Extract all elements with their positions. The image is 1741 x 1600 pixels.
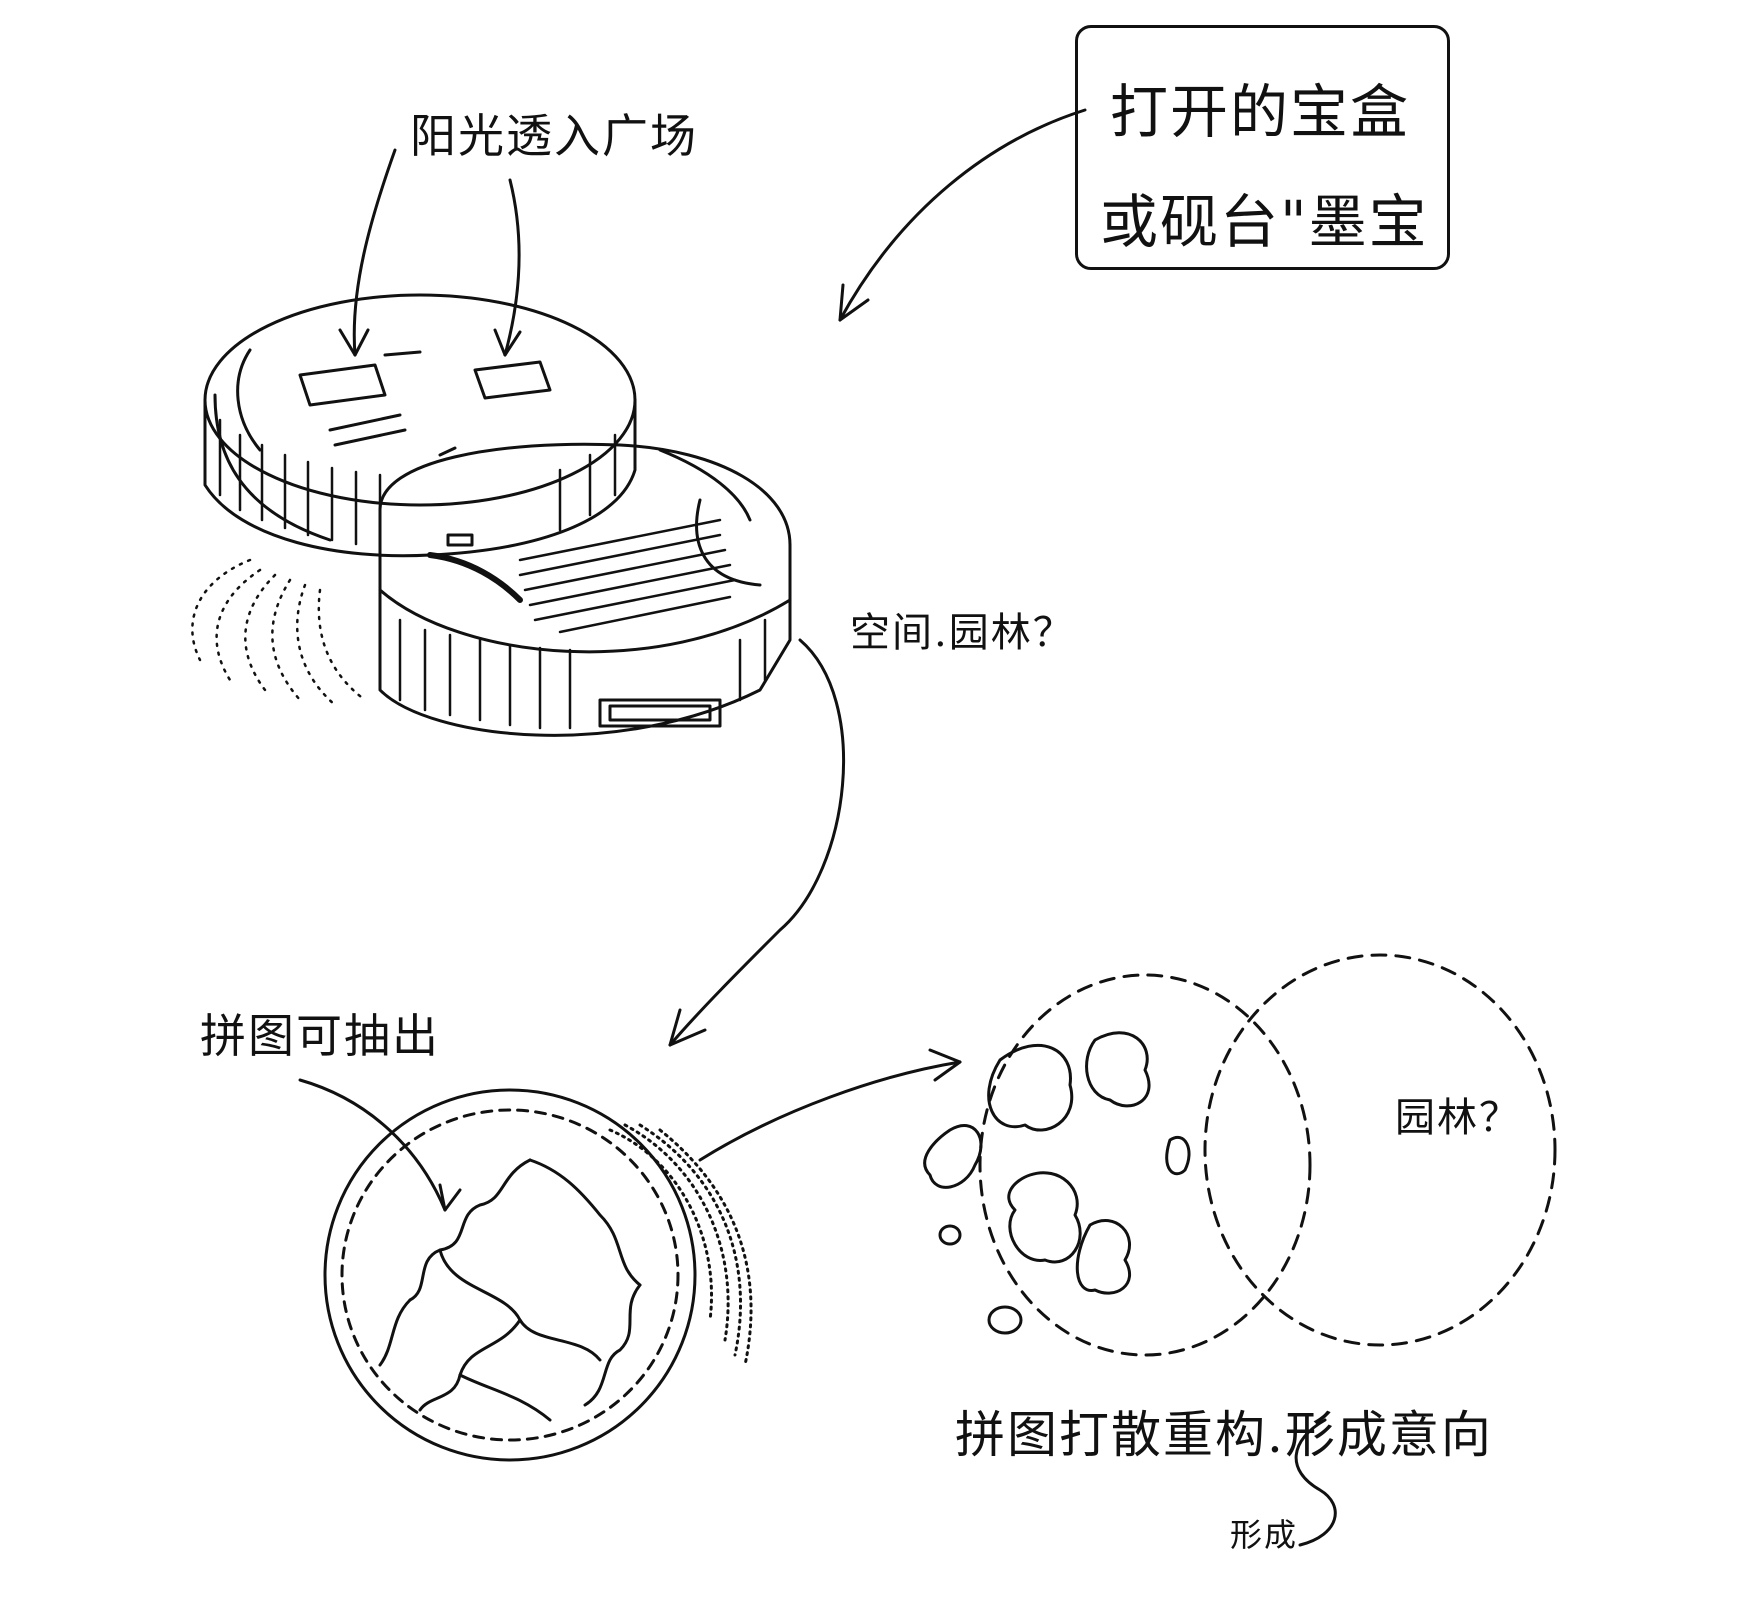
form-swirl — [1294, 1418, 1337, 1547]
label-puzzle-extract: 拼图可抽出 — [200, 1009, 440, 1063]
label-space-garden: 空间.园林？ — [850, 610, 1075, 656]
space-arrow — [668, 638, 846, 1047]
puzzle-disc — [323, 1088, 753, 1462]
note-box — [1075, 25, 1450, 270]
label-form: 形成 — [1230, 1516, 1299, 1554]
box-shadow-stipple — [191, 558, 367, 707]
sunlight-arrows — [338, 148, 522, 357]
label-sunlight: 阳光透入广场 — [410, 109, 698, 163]
label-puzzle-restructure: 拼图打散重构.形成意向 — [955, 1406, 1493, 1464]
label-garden-question: 园林？ — [1395, 1095, 1521, 1141]
scattered-pieces — [923, 1031, 1191, 1335]
note-line-open-treasure-box: 打开的宝盒 — [1110, 78, 1411, 146]
upper-lid — [203, 293, 637, 558]
dashed-circles — [978, 953, 1557, 1357]
extract-pointer — [298, 1078, 462, 1212]
lower-box — [378, 442, 792, 737]
scatter-arrow — [698, 1048, 962, 1162]
note-arrow — [838, 108, 1087, 322]
note-line-inkstone: 或砚台"墨宝 — [1100, 188, 1429, 256]
